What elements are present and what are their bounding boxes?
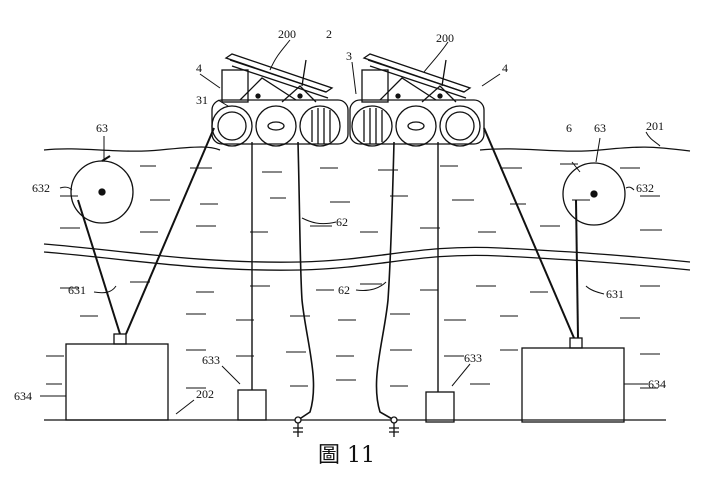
right-pulley-wheel <box>562 162 626 226</box>
right-weight-block <box>425 391 455 423</box>
seabed-connectors <box>293 416 399 437</box>
label-63-right: 63 <box>594 121 606 135</box>
label-63-left: 63 <box>96 121 108 135</box>
right-pulley-hub <box>590 190 598 198</box>
label-633-left: 633 <box>202 353 220 367</box>
reference-labels: 200 2 200 4 3 4 31 63 6 63 201 632 632 6… <box>14 27 666 403</box>
label-200-right: 200 <box>436 31 454 45</box>
water-hatching <box>46 163 662 389</box>
label-634-right: 634 <box>648 377 666 391</box>
label-631-left: 631 <box>68 283 86 297</box>
label-632-right: 632 <box>636 181 654 195</box>
label-200-left: 200 <box>278 27 296 41</box>
left-solar-panel <box>224 53 334 93</box>
label-201: 201 <box>646 119 664 133</box>
label-4-left: 4 <box>196 61 202 75</box>
left-float-drums <box>211 105 341 147</box>
figure-caption: 圖 11 <box>318 443 375 468</box>
submerged-band-lower <box>43 251 691 271</box>
left-weight-block <box>237 389 267 421</box>
label-4-right: 4 <box>502 61 508 75</box>
left-anchor-block <box>65 343 169 421</box>
right-solar-panel <box>362 53 472 93</box>
label-634-left: 634 <box>14 389 32 403</box>
right-anchor-block-top-fitting <box>569 337 583 349</box>
power-cables <box>297 141 395 421</box>
label-2: 2 <box>326 27 332 41</box>
right-anchor-block <box>521 347 625 423</box>
label-632-left: 632 <box>32 181 50 195</box>
mooring-cables <box>77 127 579 339</box>
left-pulley-hub <box>98 188 106 196</box>
vertical-tethers <box>251 142 439 392</box>
label-6: 6 <box>566 121 572 135</box>
label-3: 3 <box>346 49 352 63</box>
label-633-right: 633 <box>464 351 482 365</box>
label-62-upper: 62 <box>336 215 348 229</box>
float-platform-right-body <box>349 99 485 145</box>
label-202: 202 <box>196 387 214 401</box>
left-anchor-block-top-fitting <box>113 333 127 345</box>
right-float-drums <box>351 105 481 147</box>
leader-lines <box>40 39 661 415</box>
water-surface-line <box>43 146 691 152</box>
label-631-right: 631 <box>606 287 624 301</box>
label-62-lower: 62 <box>338 283 350 297</box>
label-31: 31 <box>196 93 208 107</box>
submerged-band-upper <box>43 243 691 263</box>
